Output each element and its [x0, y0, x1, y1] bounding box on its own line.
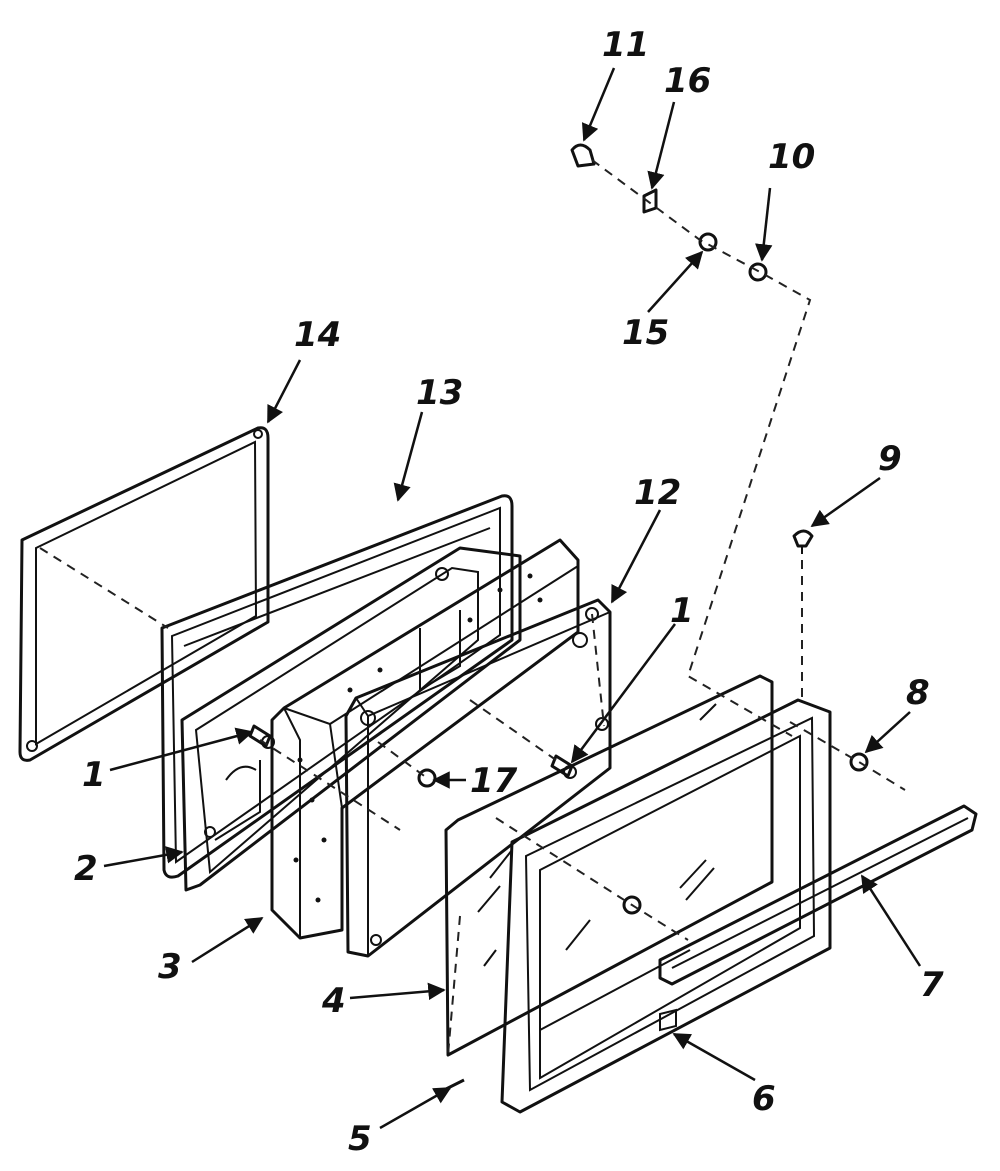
label-part-16: 16 [664, 61, 711, 101]
nut-part-8 [849, 752, 869, 772]
label-part-10: 10 [768, 137, 815, 177]
door-handle-part-7 [658, 804, 978, 986]
label-part-6: 6 [752, 1079, 776, 1119]
label-part-9: 9 [878, 439, 902, 479]
assembly-lines [39, 159, 906, 1056]
label-part-2: 2 [74, 849, 98, 889]
label-part-7: 7 [920, 965, 944, 1005]
insulation-texture [293, 573, 543, 903]
door-gasket-part-14 [18, 426, 270, 762]
center-nut [622, 895, 642, 915]
screw-part-9 [792, 529, 814, 554]
screw-part-11 [570, 143, 596, 168]
outer-frame-part-6 [500, 698, 832, 1114]
label-part-5: 5 [348, 1119, 372, 1159]
label-part-3: 3 [158, 947, 182, 987]
label-part-1-right: 1 [670, 591, 694, 631]
washer-part-15 [698, 232, 718, 252]
label-part-11: 11 [602, 25, 649, 65]
screw-part-1-left [248, 724, 275, 749]
screw-part-1-right [550, 754, 577, 779]
door-liner-part-13 [160, 494, 514, 879]
label-part-17: 17 [470, 761, 518, 801]
glass-pane-part-4 [444, 674, 774, 1057]
label-part-14: 14 [294, 315, 341, 355]
label-part-13: 13 [416, 373, 463, 413]
part-labels: 1 1 2 3 4 5 6 7 8 9 10 11 12 13 14 15 16… [74, 25, 944, 1159]
nut-part-17 [417, 768, 437, 788]
insulation-part-3 [270, 538, 580, 940]
label-part-12: 12 [634, 473, 681, 513]
bracket-part-16 [642, 188, 658, 214]
washer-part-10 [748, 262, 768, 282]
label-part-8: 8 [906, 673, 930, 713]
inner-panel-part-2 [180, 546, 522, 892]
label-part-4: 4 [321, 981, 346, 1021]
leader-lines [103, 67, 922, 1130]
label-part-15: 15 [622, 313, 669, 353]
label-part-1-left: 1 [82, 755, 106, 795]
